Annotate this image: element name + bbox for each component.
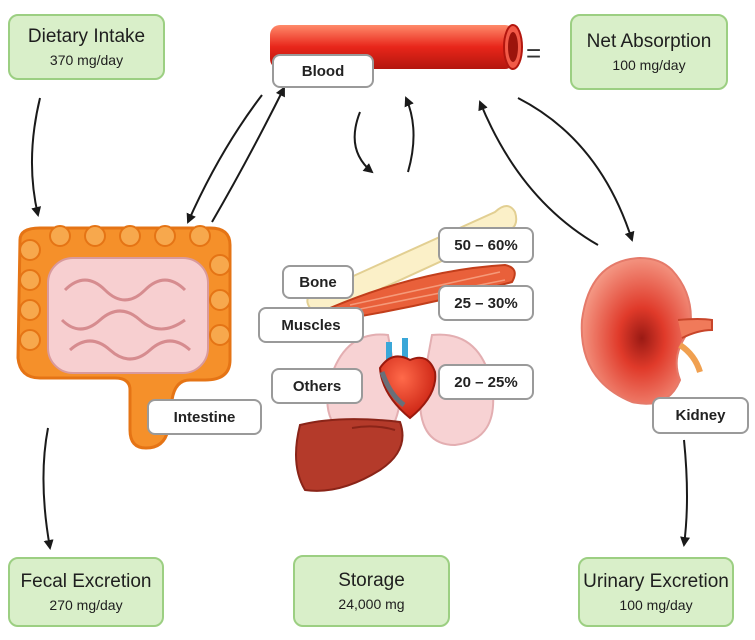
blood-label: Blood: [272, 54, 374, 88]
bone-label: Bone: [282, 265, 354, 299]
storage-title: Storage: [338, 569, 405, 591]
dietary-intake-title: Dietary Intake: [27, 25, 146, 47]
intestine-icon: [16, 225, 232, 450]
dietary-intake-value: 370 mg/day: [49, 51, 124, 68]
bone-percent-label: 50 – 60%: [438, 227, 534, 263]
kidney-icon: [580, 256, 713, 405]
others-percent-label: 20 – 25%: [438, 364, 534, 400]
dietary-intake-box: Dietary Intake 370 mg/day: [8, 14, 165, 80]
flow-arrows: [30, 86, 691, 550]
urinary-excretion-box: Urinary Excretion 100 mg/day: [578, 557, 734, 627]
fecal-excretion-box: Fecal Excretion 270 mg/day: [8, 557, 164, 627]
fecal-excretion-value: 270 mg/day: [49, 596, 123, 613]
others-label: Others: [271, 368, 363, 404]
intestine-label: Intestine: [147, 399, 262, 435]
storage-value: 24,000 mg: [338, 595, 405, 612]
fecal-excretion-title: Fecal Excretion: [20, 570, 152, 592]
urinary-excretion-title: Urinary Excretion: [583, 570, 729, 592]
heart-icon: [378, 338, 437, 420]
kidney-label: Kidney: [652, 397, 749, 434]
urinary-excretion-value: 100 mg/day: [619, 596, 693, 613]
net-absorption-box: Net Absorption 100 mg/day: [570, 14, 728, 90]
liver-icon: [295, 418, 404, 492]
net-absorption-title: Net Absorption: [586, 30, 712, 52]
storage-box: Storage 24,000 mg: [293, 555, 450, 627]
muscles-percent-label: 25 – 30%: [438, 285, 534, 321]
net-absorption-value: 100 mg/day: [612, 56, 686, 73]
muscles-label: Muscles: [258, 307, 364, 343]
equals-sign: =: [526, 38, 542, 68]
